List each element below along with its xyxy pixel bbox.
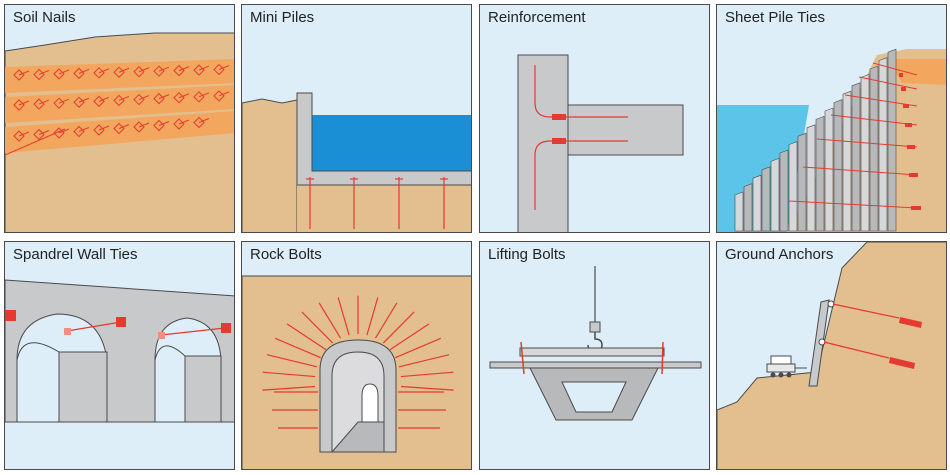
panel-title-soil-nails: Soil Nails bbox=[13, 9, 76, 26]
tie-plate-2 bbox=[116, 317, 126, 327]
mini-pile-group bbox=[306, 177, 448, 229]
anchor-bond-1 bbox=[899, 317, 922, 328]
sheet-pile-ties-illustration bbox=[717, 48, 946, 232]
panel-sheet-pile-ties: Sheet Pile Ties bbox=[716, 4, 947, 233]
panel-spandrel-wall-ties: Spandrel Wall Ties bbox=[4, 241, 235, 470]
tie-anchor-1 bbox=[64, 328, 71, 335]
tie-rod-group bbox=[788, 62, 921, 210]
rebar-group bbox=[534, 65, 628, 210]
tie-plate-3 bbox=[221, 323, 231, 333]
soil-nails-illustration bbox=[5, 32, 234, 232]
anchor-bond-2 bbox=[889, 357, 915, 369]
concrete-wall bbox=[296, 92, 471, 186]
embankment bbox=[887, 59, 946, 85]
panel-rock-bolts: Rock Bolts bbox=[241, 241, 472, 470]
ground-anchors-illustration bbox=[717, 242, 946, 469]
sheet-pile-wall bbox=[734, 48, 897, 232]
panel-title-sheet-pile-ties: Sheet Pile Ties bbox=[725, 9, 826, 26]
slope-soil bbox=[717, 242, 946, 469]
reinforcement-illustration bbox=[517, 54, 684, 232]
panel-soil-nails: Soil Nails bbox=[4, 4, 235, 233]
panel-mini-piles: Mini Piles bbox=[241, 4, 472, 233]
lifting-bolt-group bbox=[520, 341, 664, 375]
panel-title-lifting-bolts: Lifting Bolts bbox=[488, 246, 566, 263]
ground-anchor-group bbox=[823, 303, 900, 359]
panel-title-mini-piles: Mini Piles bbox=[250, 9, 315, 26]
lifting-bolts-illustration bbox=[489, 266, 702, 421]
panel-lifting-bolts: Lifting Bolts bbox=[479, 241, 710, 470]
rock-bolt-group bbox=[262, 295, 454, 429]
concrete-beam bbox=[567, 104, 684, 156]
drill-rig bbox=[766, 355, 807, 378]
soil-nail-group bbox=[5, 63, 230, 156]
panel-ground-anchors: Ground Anchors bbox=[716, 241, 947, 470]
spandrel-wall-ties-illustration bbox=[5, 279, 234, 423]
rebar-coupler-bottom bbox=[552, 138, 566, 144]
lifting-beam bbox=[519, 347, 665, 357]
panel-title-reinforcement: Reinforcement bbox=[488, 9, 586, 26]
rebar-coupler-top bbox=[552, 114, 566, 120]
tie-plate-1 bbox=[5, 310, 16, 321]
tunnel-exit bbox=[361, 383, 379, 423]
spandrel-tie-group bbox=[66, 321, 226, 336]
panel-title-ground-anchors: Ground Anchors bbox=[725, 246, 834, 263]
tie-anchor-2 bbox=[158, 332, 165, 339]
panel-reinforcement: Reinforcement bbox=[479, 4, 710, 233]
rock-bolts-illustration bbox=[242, 275, 471, 469]
panel-title-spandrel-wall-ties: Spandrel Wall Ties bbox=[13, 246, 138, 263]
water-body bbox=[312, 115, 471, 171]
mini-piles-illustration bbox=[242, 92, 471, 232]
crane-hook-block bbox=[589, 321, 601, 333]
panel-title-rock-bolts: Rock Bolts bbox=[250, 246, 322, 263]
bridge-deck bbox=[489, 361, 702, 369]
